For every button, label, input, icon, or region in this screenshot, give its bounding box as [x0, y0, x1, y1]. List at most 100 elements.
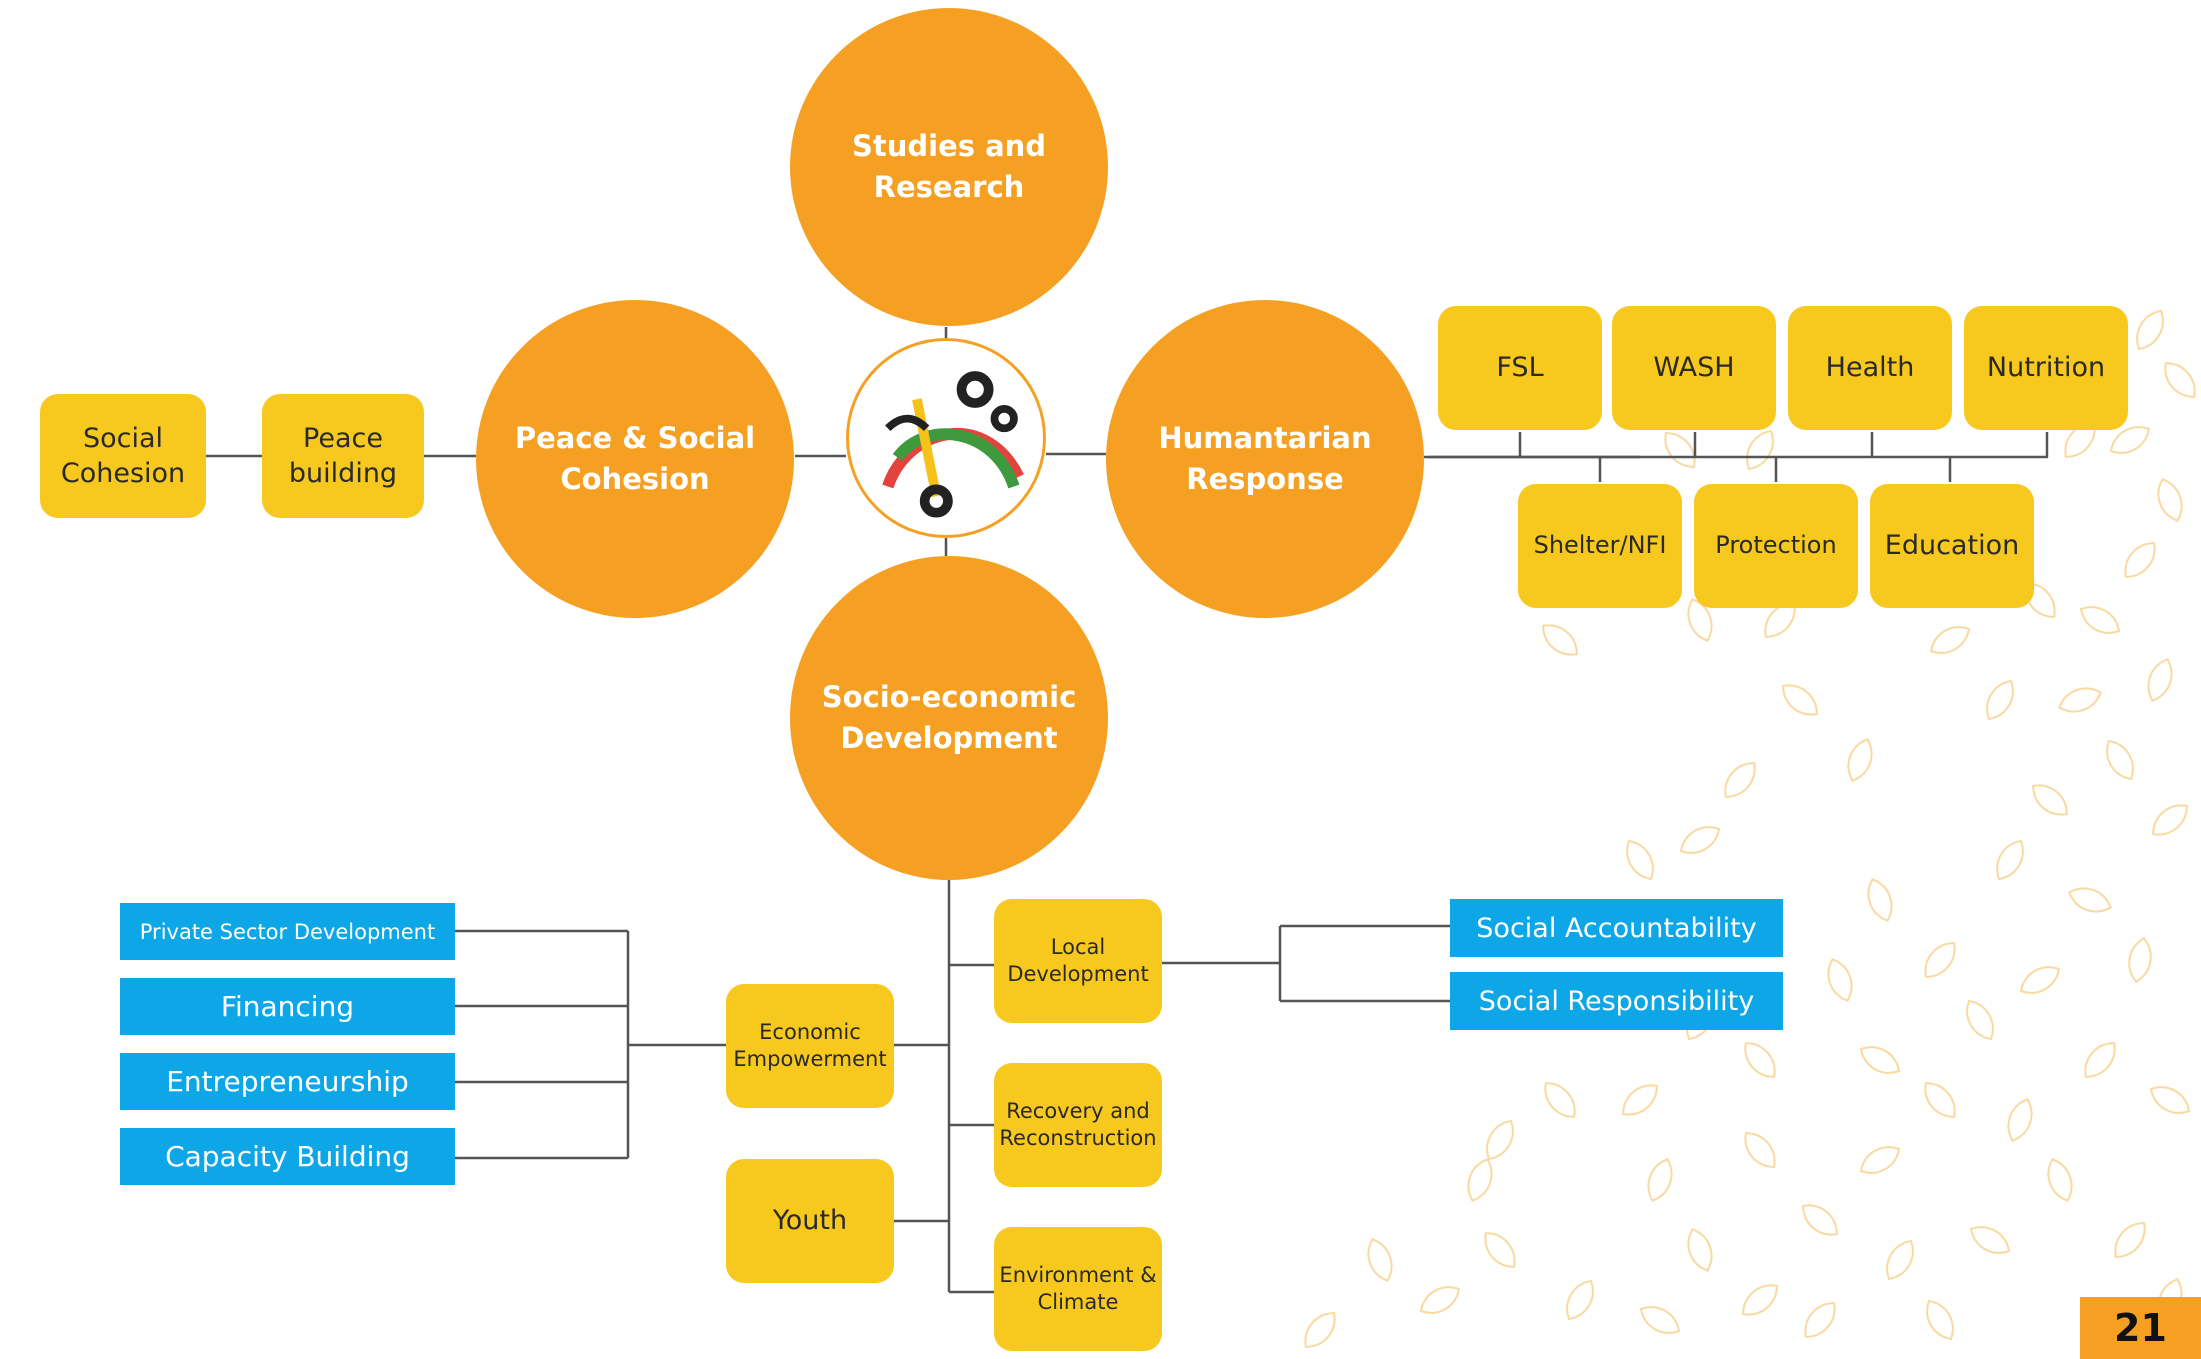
box-social-cohesion: Social Cohesion	[40, 394, 206, 518]
leaf-icon	[1486, 1119, 1514, 1161]
leaf-icon	[1802, 1204, 1838, 1236]
leaf-icon	[1664, 432, 1696, 468]
box-shelter-nfi: Shelter/NFI	[1518, 484, 1682, 608]
box-label: Youth	[772, 1205, 848, 1237]
hub-studies-research: Studies and Research	[790, 8, 1108, 326]
leaf-icon	[1742, 1284, 1778, 1316]
box-label: Education	[1884, 530, 2020, 562]
box-label: Private Sector Development	[139, 919, 436, 944]
box-social-responsibility: Social Responsibility	[1450, 972, 1783, 1030]
box-label: Social Responsibility	[1478, 985, 1755, 1017]
leaf-icon	[1367, 1238, 1393, 1282]
connector-lines	[206, 327, 2049, 1294]
leaf-icon	[1859, 1146, 1901, 1174]
leaf-icon	[1542, 624, 1578, 656]
leaf-icon	[1929, 626, 1971, 654]
box-label: Peace building	[288, 422, 398, 489]
leaf-icon	[2068, 887, 2112, 913]
hub-label: Studies and Research	[851, 129, 1047, 204]
leaf-icon	[2114, 1222, 2146, 1258]
leaf-icon	[1626, 839, 1654, 881]
hub-label: Socio-economic Development	[821, 680, 1077, 755]
box-label: Environment & Climate	[999, 1262, 1157, 1314]
leaf-icon	[2157, 478, 2183, 522]
leaf-icon	[2007, 1098, 2033, 1142]
box-protection: Protection	[1694, 484, 1858, 608]
box-label: Protection	[1715, 531, 1837, 560]
leaf-icon	[2128, 937, 2152, 983]
leaf-icon	[1859, 1046, 1901, 1074]
leaf-icon	[1924, 1082, 1956, 1118]
leaf-icon	[2019, 966, 2061, 994]
box-label: Entrepreneurship	[166, 1065, 409, 1098]
box-label: Shelter/NFI	[1533, 531, 1667, 560]
box-education: Education	[1870, 484, 2034, 608]
leaf-icon	[2084, 1042, 2116, 1078]
leaf-icon	[2164, 362, 2196, 398]
box-label: Financing	[220, 990, 355, 1023]
box-label: WASH	[1653, 352, 1735, 384]
leaf-icon	[1969, 1226, 2011, 1254]
leaf-icon	[1804, 1302, 1836, 1338]
leaf-icon	[2124, 542, 2156, 578]
leaf-icon	[1687, 1228, 1713, 1272]
box-label: Nutrition	[1986, 352, 2106, 384]
box-label: Capacity Building	[165, 1140, 410, 1173]
leaf-icon	[1782, 684, 1818, 716]
box-wash: WASH	[1612, 306, 1776, 430]
leaf-icon	[1544, 1082, 1576, 1118]
box-private-sector-development: Private Sector Development	[120, 903, 455, 960]
leaf-icon	[1419, 1286, 1461, 1314]
box-recovery-reconstruction: Recovery and Reconstruction	[994, 1063, 1162, 1187]
box-nutrition: Nutrition	[1964, 306, 2128, 430]
box-youth: Youth	[726, 1159, 894, 1283]
leaf-icon	[1924, 942, 1956, 978]
leaf-icon	[1639, 1306, 1681, 1334]
leaf-icon	[1679, 826, 1721, 854]
box-economic-empowerment: Economic Empowerment	[726, 984, 894, 1108]
leaf-icon	[1304, 1312, 1336, 1348]
leaf-icon	[1986, 679, 2014, 721]
leaf-icon	[1867, 878, 1893, 922]
leaf-icon	[2149, 1086, 2191, 1114]
leaf-icon	[2047, 1158, 2073, 1202]
leaf-icon	[2152, 804, 2188, 836]
hub-peace-social-cohesion: Peace & Social Cohesion	[476, 300, 794, 618]
box-financing: Financing	[120, 978, 455, 1035]
leaf-icon	[1827, 958, 1853, 1002]
box-label: Social Accountability	[1476, 912, 1757, 944]
leaf-icon	[1886, 1239, 1914, 1281]
box-capacity-building: Capacity Building	[120, 1128, 455, 1185]
box-social-accountability: Social Accountability	[1450, 899, 1783, 957]
leaf-icon	[1966, 999, 1994, 1041]
leaf-icon	[1744, 1042, 1776, 1078]
leaf-icon	[2079, 606, 2121, 634]
leaf-icon	[1996, 839, 2024, 881]
box-label: Health	[1825, 352, 1915, 384]
leaf-icon	[1484, 1232, 1516, 1268]
box-label: Social Cohesion	[60, 422, 186, 489]
hub-label: Peace & Social Cohesion	[514, 421, 756, 496]
leaf-pattern-icon	[1304, 309, 2196, 1348]
box-entrepreneurship: Entrepreneurship	[120, 1053, 455, 1110]
leaf-icon	[1847, 738, 1873, 782]
box-local-development: Local Development	[994, 899, 1162, 1023]
leaf-icon	[1467, 1158, 1493, 1202]
leaf-icon	[2106, 739, 2134, 781]
leaf-icon	[1746, 429, 1774, 471]
box-health: Health	[1788, 306, 1952, 430]
hub-label: Humantarian Response	[1158, 421, 1372, 496]
organization-logo-icon	[846, 338, 1046, 538]
box-environment-climate: Environment & Climate	[994, 1227, 1162, 1351]
leaf-icon	[1566, 1279, 1594, 1321]
box-label: Economic Empowerment	[733, 1019, 887, 1071]
hub-humanitarian-response: Humantarian Response	[1106, 300, 1424, 618]
leaf-icon	[1744, 1132, 1776, 1168]
box-fsl: FSL	[1438, 306, 1602, 430]
page-number: 21	[2080, 1297, 2201, 1359]
box-label: FSL	[1496, 352, 1544, 384]
leaf-icon	[2058, 687, 2102, 713]
leaf-icon	[2032, 784, 2068, 816]
leaf-icon	[2109, 426, 2151, 454]
